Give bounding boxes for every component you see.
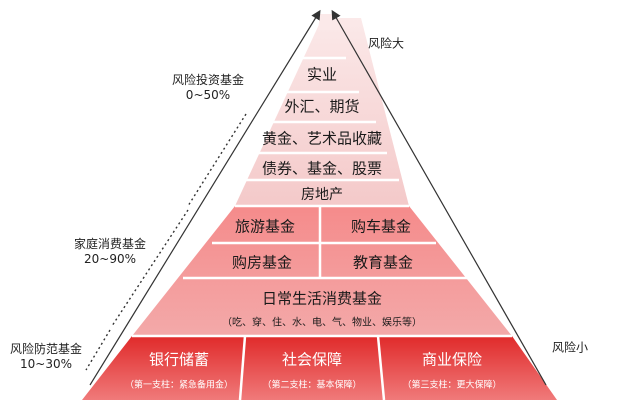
family-consumption-label: 家庭消费基金 20~90% xyxy=(73,237,147,266)
daily-living-note: （吃、穿、住、水、电、气、物业、娱乐等） xyxy=(222,317,422,329)
range-brackets xyxy=(85,113,247,371)
social-security-note: （第二支柱：基本保障） xyxy=(262,380,362,391)
housing-fund: 购房基金 xyxy=(231,253,293,272)
tier-real-estate: 房地产 xyxy=(301,187,343,203)
top-section xyxy=(235,18,409,206)
tier-forex-futures: 外汇、期货 xyxy=(284,97,360,116)
tier-gold-art: 黄金、艺术品收藏 xyxy=(261,129,383,148)
risk-arrows xyxy=(89,9,547,386)
commercial-insurance-note: （第三支柱：更大保障） xyxy=(402,380,502,391)
family-section xyxy=(132,206,512,336)
risk-high-label: 风险大 xyxy=(367,36,405,51)
daily-living-fund: 日常生活消费基金 xyxy=(261,289,383,308)
social-security: 社会保障 xyxy=(281,350,343,369)
commercial-insurance: 商业保险 xyxy=(421,350,483,369)
risk-invest-label: 风险投资基金 0~50% xyxy=(171,73,245,102)
tier-bonds-funds-stocks: 债券、基金、股票 xyxy=(261,159,383,178)
education-fund: 教育基金 xyxy=(352,253,414,272)
travel-fund: 旅游基金 xyxy=(234,217,296,236)
tier-industry: 实业 xyxy=(306,65,338,84)
tier-dividers xyxy=(132,56,512,401)
risk-prevent-label: 风险防范基金 10~30% xyxy=(9,342,83,371)
bank-savings-note: （第一支柱：紧急备用金） xyxy=(124,380,234,391)
bank-savings: 银行储蓄 xyxy=(148,350,210,369)
car-fund: 购车基金 xyxy=(350,217,412,236)
risk-low-label: 风险小 xyxy=(551,340,589,355)
base-section xyxy=(82,336,557,400)
